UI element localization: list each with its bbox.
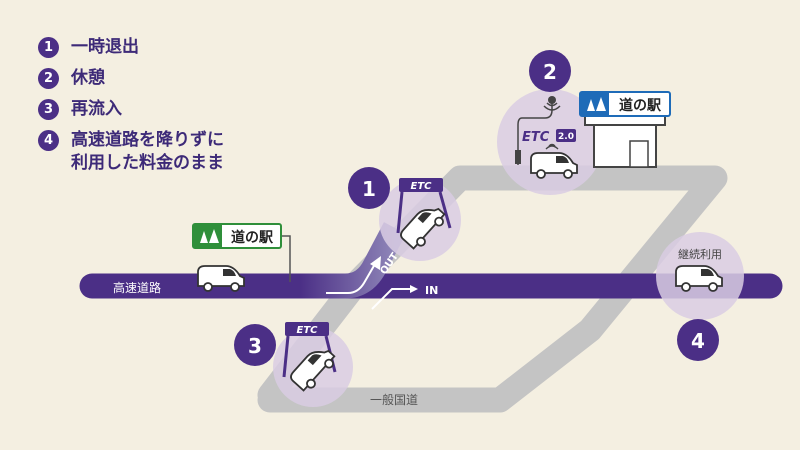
legend-text: 一時退出	[71, 37, 139, 57]
station-sign-highway: 道の駅	[192, 223, 291, 282]
signal-waves	[545, 143, 559, 150]
etc-gate-reentry-label: ETC	[297, 325, 319, 336]
general-road-label: 一般国道	[370, 392, 418, 407]
station-sign-highway-label: 道の駅	[231, 229, 274, 246]
etc2-antenna	[515, 96, 561, 165]
car-highway	[197, 265, 245, 292]
legend-number: 3	[38, 99, 59, 120]
rest-area-building	[584, 115, 666, 168]
marker-1: 1	[348, 167, 390, 209]
etc-gate-exit-label: ETC	[411, 181, 433, 192]
in-label: IN	[425, 284, 438, 297]
out-arrowhead	[370, 256, 381, 270]
in-arrowhead	[410, 285, 418, 293]
station-sign-rest-label: 道の駅	[619, 97, 662, 114]
legend-item-rest: 2 休憩	[38, 67, 224, 90]
car-rest-area	[530, 152, 578, 179]
etc2-logo: ETC	[522, 130, 550, 145]
marker-1-number: 1	[362, 177, 376, 201]
legend-item-exit: 1 一時退出	[38, 36, 224, 59]
marker-3: 3	[234, 324, 276, 366]
marker-4-number: 4	[691, 329, 705, 353]
legend-text: 休憩	[71, 68, 105, 88]
marker-3-number: 3	[248, 334, 262, 358]
legend-number: 4	[38, 130, 59, 151]
car-exit	[400, 207, 446, 250]
etc2-version: 2.0	[558, 132, 574, 142]
continued-use-label: 継続利用	[678, 247, 722, 261]
marker-2: 2	[529, 50, 571, 92]
marker-4: 4	[677, 319, 719, 361]
station-sign-rest: 道の駅	[579, 91, 671, 117]
legend-text: 再流入	[71, 99, 122, 119]
etc-gate-exit: ETC	[396, 178, 452, 234]
highway-label: 高速道路	[113, 280, 161, 295]
legend-number: 1	[38, 37, 59, 58]
marker-2-number: 2	[543, 60, 557, 84]
legend-number: 2	[38, 68, 59, 89]
legend: 1 一時退出 2 休憩 3 再流入 4 高速道路を降りずに 利用した料金のまま	[38, 36, 224, 183]
out-arrow	[326, 263, 376, 294]
car-reentry	[290, 349, 336, 392]
legend-item-reentry: 3 再流入	[38, 98, 224, 121]
legend-item-continued: 4 高速道路を降りずに 利用した料金のまま	[38, 129, 224, 175]
legend-text: 高速道路を降りずに 利用した料金のまま	[71, 130, 224, 173]
car-continued	[675, 265, 723, 292]
in-arrow	[371, 288, 410, 310]
